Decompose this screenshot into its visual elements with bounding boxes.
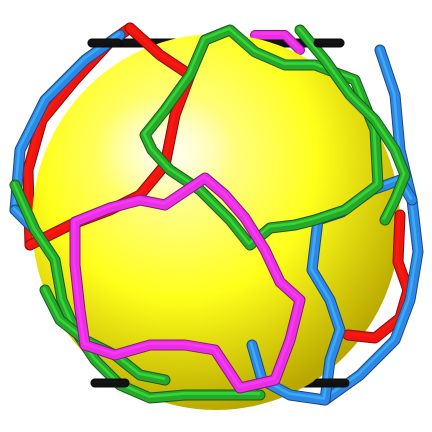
red-strand-right-highlight (345, 212, 409, 338)
blue-strand-left-back-highlight (12, 32, 121, 210)
front-strands (9, 22, 424, 406)
magenta-strand-top-highlight (252, 32, 301, 50)
magenta-strand-highlight (72, 175, 301, 388)
green-strand-bottom-highlight (12, 182, 261, 398)
green-strand-right-highlight (297, 27, 406, 220)
green-strand-top-highlight (142, 27, 379, 245)
blue-strand-right-back-highlight (322, 47, 419, 400)
